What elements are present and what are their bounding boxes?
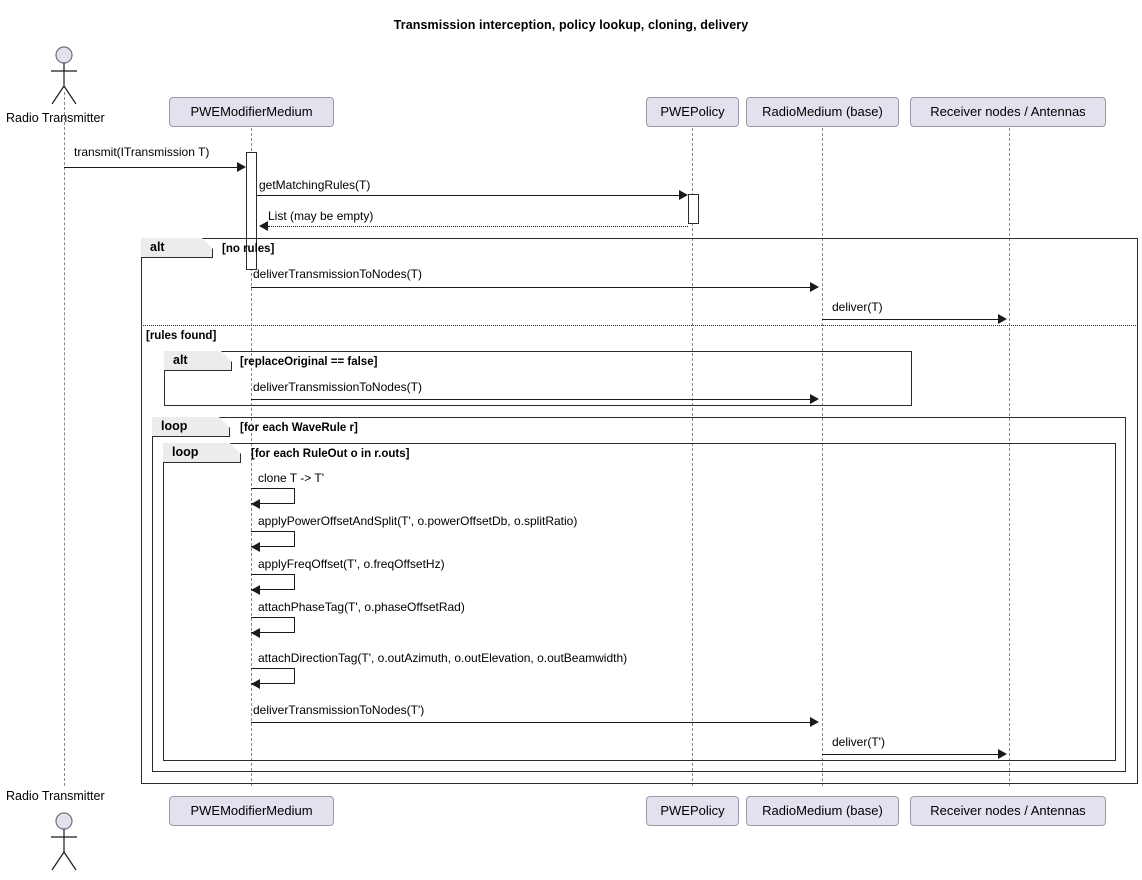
fragment-tag-loop-inner: loop bbox=[163, 443, 241, 463]
lifeline-receiver-nodes bbox=[1009, 128, 1010, 786]
message-arrowhead-deliver-tprime bbox=[998, 749, 1007, 759]
fragment-tag-loop-outer: loop bbox=[152, 417, 230, 437]
message-arrowhead-attachdirectiontag bbox=[251, 679, 260, 689]
message-arrowhead-getmatchingrules bbox=[679, 190, 688, 200]
actor-head-top bbox=[51, 46, 77, 105]
message-arrowhead-delivertonodes-1 bbox=[810, 282, 819, 292]
message-arrowhead-list-return bbox=[259, 221, 268, 231]
fragment-alt-replace-original bbox=[164, 351, 912, 406]
message-arrowhead-transmit bbox=[237, 162, 246, 172]
lifeline-radio-transmitter bbox=[64, 92, 65, 786]
participant-pwemodifiermedium-bottom[interactable]: PWEModifierMedium bbox=[169, 796, 334, 826]
fragment-guard-no-rules: [no rules] bbox=[222, 243, 275, 255]
participant-radiomedium-bottom[interactable]: RadioMedium (base) bbox=[746, 796, 899, 826]
message-arrowhead-applypoweroffsetandsplit bbox=[251, 542, 260, 552]
message-label-applypoweroffsetandsplit: applyPowerOffsetAndSplit(T', o.powerOffs… bbox=[258, 514, 578, 528]
message-label-deliver-t: deliver(T) bbox=[832, 300, 883, 314]
participant-receiver-bottom[interactable]: Receiver nodes / Antennas bbox=[910, 796, 1106, 826]
message-label-delivertonodes-3: deliverTransmissionToNodes(T') bbox=[253, 703, 425, 717]
participant-pwepolicy-top[interactable]: PWEPolicy bbox=[646, 97, 739, 127]
message-self-applyfreqoffset bbox=[251, 574, 295, 590]
message-line-deliver-t bbox=[822, 319, 998, 320]
page-title: Transmission interception, policy lookup… bbox=[393, 18, 749, 32]
message-label-attachphasetag: attachPhaseTag(T', o.phaseOffsetRad) bbox=[258, 600, 465, 614]
lifeline-pwemodifiermedium bbox=[251, 128, 252, 786]
message-arrowhead-delivertonodes-2 bbox=[810, 394, 819, 404]
fragment-guard-rules-found: [rules found] bbox=[146, 330, 217, 342]
message-arrowhead-attachphasetag bbox=[251, 628, 260, 638]
actor-head-bottom bbox=[51, 812, 77, 871]
message-label-deliver-tprime: deliver(T') bbox=[832, 735, 885, 749]
message-line-delivertonodes-3 bbox=[251, 722, 810, 723]
activation-pwepolicy bbox=[688, 194, 699, 224]
message-label-applyfreqoffset: applyFreqOffset(T', o.freqOffsetHz) bbox=[258, 557, 445, 571]
message-label-delivertonodes-1: deliverTransmissionToNodes(T) bbox=[253, 267, 422, 281]
message-line-list-return bbox=[268, 226, 688, 227]
message-label-getmatchingrules: getMatchingRules(T) bbox=[259, 178, 371, 192]
lifeline-pwepolicy bbox=[692, 128, 693, 786]
message-self-attachdirectiontag bbox=[251, 668, 295, 684]
message-label-clone: clone T -> T' bbox=[258, 471, 324, 485]
message-label-attachdirectiontag: attachDirectionTag(T', o.outAzimuth, o.o… bbox=[258, 651, 628, 665]
fragment-tag-alt-outer: alt bbox=[141, 238, 213, 258]
fragment-loop-waverule bbox=[152, 417, 1126, 772]
message-line-delivertonodes-2 bbox=[251, 399, 810, 400]
message-arrowhead-clone bbox=[251, 499, 260, 509]
participant-pwepolicy-bottom[interactable]: PWEPolicy bbox=[646, 796, 739, 826]
message-arrowhead-deliver-t bbox=[998, 314, 1007, 324]
participant-radiomedium-top[interactable]: RadioMedium (base) bbox=[746, 97, 899, 127]
message-label-transmit: transmit(ITransmission T) bbox=[74, 145, 210, 159]
message-line-delivertonodes-1 bbox=[251, 287, 810, 288]
message-self-applypoweroffsetandsplit bbox=[251, 531, 295, 547]
fragment-guard-waverule: [for each WaveRule r] bbox=[240, 422, 358, 434]
fragment-guard-ruleout: [for each RuleOut o in r.outs] bbox=[251, 448, 410, 460]
participant-pwemodifiermedium-top[interactable]: PWEModifierMedium bbox=[169, 97, 334, 127]
participant-receiver-top[interactable]: Receiver nodes / Antennas bbox=[910, 97, 1106, 127]
lifeline-radiomedium bbox=[822, 128, 823, 786]
actor-label-top: Radio Transmitter bbox=[6, 111, 105, 125]
fragment-divider-alt-outer bbox=[141, 325, 1138, 326]
fragment-guard-replace-original: [replaceOriginal == false] bbox=[240, 356, 378, 368]
message-arrowhead-delivertonodes-3 bbox=[810, 717, 819, 727]
fragment-loop-ruleout bbox=[163, 443, 1116, 761]
message-line-transmit bbox=[64, 167, 237, 168]
message-self-attachphasetag bbox=[251, 617, 295, 633]
message-label-list-return: List (may be empty) bbox=[268, 209, 374, 223]
actor-label-bottom: Radio Transmitter bbox=[6, 789, 105, 803]
message-label-delivertonodes-2: deliverTransmissionToNodes(T) bbox=[253, 380, 422, 394]
message-self-clone bbox=[251, 488, 295, 504]
fragment-tag-alt-inner: alt bbox=[164, 351, 232, 371]
message-arrowhead-applyfreqoffset bbox=[251, 585, 260, 595]
fragment-alt-no-rules bbox=[141, 238, 1138, 784]
activation-pwemodifiermedium bbox=[246, 152, 257, 270]
message-line-getmatchingrules bbox=[257, 195, 679, 196]
message-line-deliver-tprime bbox=[822, 754, 998, 755]
